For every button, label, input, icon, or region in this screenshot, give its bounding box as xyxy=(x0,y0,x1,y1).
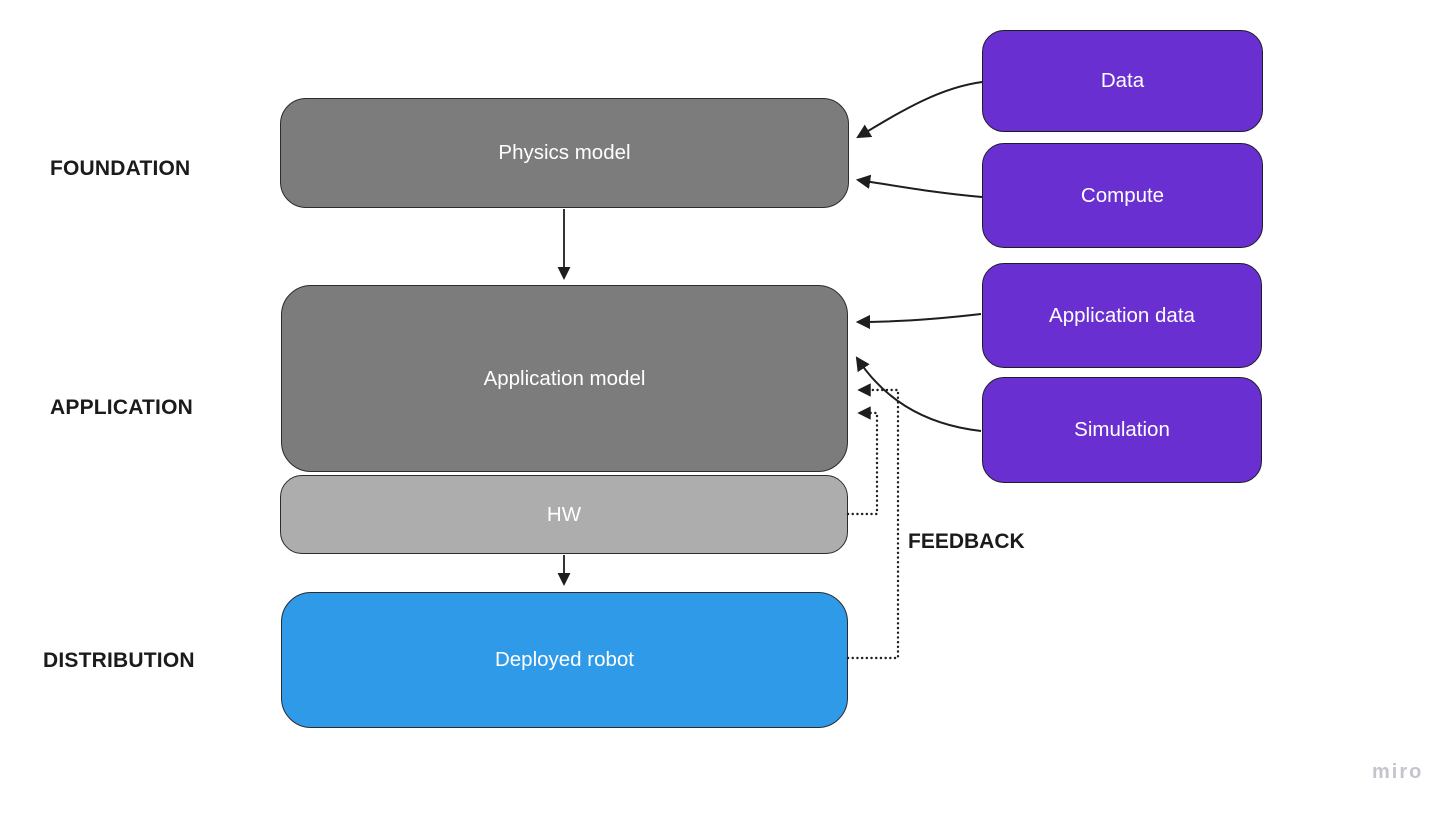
node-application-model[interactable]: Application model xyxy=(281,285,848,472)
arrow-feedback-robot-to-application-model xyxy=(846,383,900,660)
arrow-simulation-to-application-model xyxy=(855,356,982,432)
node-deployed-robot[interactable]: Deployed robot xyxy=(281,592,848,728)
node-physics-model-label: Physics model xyxy=(498,141,631,164)
row-label-foundation: FOUNDATION xyxy=(50,157,191,180)
arrow-data-to-physics-model xyxy=(856,81,983,139)
node-compute-label: Compute xyxy=(1080,183,1165,207)
feedback-label: FEEDBACK xyxy=(908,530,1025,553)
node-compute[interactable]: Compute xyxy=(982,143,1263,248)
node-simulation-label: Simulation xyxy=(1074,418,1170,441)
node-hw[interactable]: HW xyxy=(280,475,848,554)
miro-watermark: miro xyxy=(1372,761,1424,783)
row-label-distribution: DISTRIBUTION xyxy=(43,649,195,672)
node-physics-model[interactable]: Physics model xyxy=(280,98,849,208)
node-application-model-label: Application model xyxy=(483,366,646,390)
node-data[interactable]: Data xyxy=(982,30,1263,132)
node-hw-label: HW xyxy=(546,502,582,526)
node-application-data-label: Application data xyxy=(1049,303,1195,327)
arrow-feedback-hw-to-application-model xyxy=(846,406,879,516)
row-label-application: APPLICATION xyxy=(50,396,193,419)
node-simulation[interactable]: Simulation xyxy=(982,377,1262,483)
node-data-label: Data xyxy=(1100,69,1145,92)
arrow-compute-to-physics-model xyxy=(855,174,983,198)
node-deployed-robot-label: Deployed robot xyxy=(494,648,635,671)
arrow-application-data-to-application-model xyxy=(855,313,982,330)
node-application-data[interactable]: Application data xyxy=(982,263,1262,368)
